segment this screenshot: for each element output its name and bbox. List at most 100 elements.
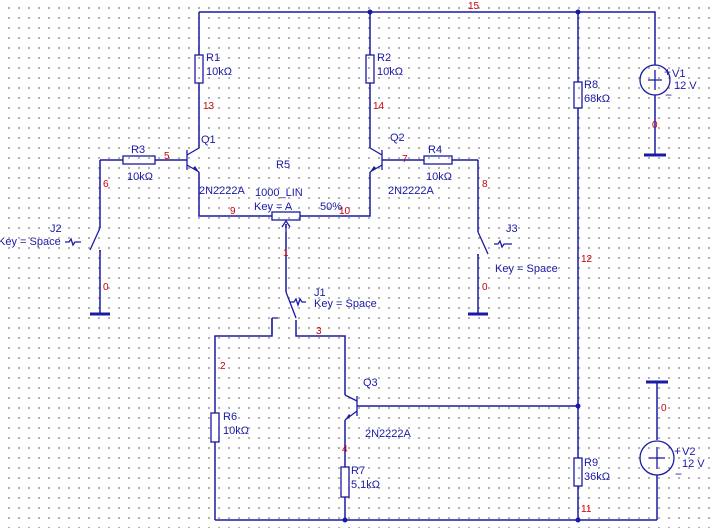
resistor-r8-value: 68kΩ — [584, 93, 610, 105]
resistor-r8-name: R8 — [584, 79, 598, 91]
transistor-q3-leads — [344, 394, 358, 421]
resistor-r1[interactable]: R1 10kΩ — [194, 52, 232, 84]
potentiometer-r5-value: 1000_LIN — [255, 187, 303, 199]
resistor-r7-value: 5.1kΩ — [351, 479, 380, 491]
resistor-r1-name: R1 — [206, 52, 220, 64]
resistor-r1-body — [194, 54, 204, 84]
node-label: 12 — [581, 254, 593, 265]
transistor-q1-model: 2N2222A — [199, 185, 246, 197]
node-label: 2 — [220, 361, 226, 372]
node-label: 13 — [203, 101, 215, 112]
node-label: 9 — [230, 206, 236, 217]
voltage-source-v1-name: V1 — [672, 68, 685, 80]
transistor-q2-emitter-arrow — [370, 166, 376, 172]
voltage-source-v2-value: 12 V — [682, 458, 705, 470]
voltage-source-v2[interactable]: + V2 12 V − — [639, 440, 705, 481]
resistor-r9-name: R9 — [584, 457, 598, 469]
voltage-source-v1-minus: − — [665, 88, 672, 102]
node-label: 7 — [402, 154, 408, 165]
resistor-r9[interactable]: R9 36kΩ — [573, 457, 610, 487]
transistor-q1[interactable]: Q1 2N2222A — [186, 134, 246, 197]
switch-j2-actuator-icon — [65, 237, 81, 247]
wire-top-rail — [199, 11, 656, 65]
resistor-r7-name: R7 — [351, 465, 365, 477]
node-label: 15 — [468, 1, 480, 12]
resistor-r8[interactable]: R8 68kΩ — [573, 79, 610, 109]
node-label: 5 — [164, 151, 170, 162]
voltage-source-v1-plus: + — [664, 65, 671, 79]
potentiometer-r5[interactable]: R5 1000_LIN Key = A 50% — [254, 159, 342, 232]
potentiometer-r5-name: R5 — [276, 159, 290, 171]
switch-j2-name: J2 — [50, 223, 62, 235]
switch-j1[interactable]: J1 Key = Space — [271, 287, 377, 334]
resistor-r6-name: R6 — [223, 411, 237, 423]
junction-dot — [342, 517, 348, 523]
transistor-q2-model: 2N2222A — [388, 185, 435, 197]
transistor-q1-emitter-arrow — [193, 166, 199, 172]
potentiometer-wiper-arrow — [281, 219, 291, 232]
resistor-r1-value: 10kΩ — [206, 66, 232, 78]
junction-dot — [575, 517, 581, 523]
switch-j1-key: Key = Space — [314, 298, 377, 310]
switch-j3-name: J3 — [506, 223, 518, 235]
potentiometer-r5-key: Key = A — [254, 201, 293, 213]
switch-j2[interactable]: J2 Key = Space — [0, 223, 101, 252]
switch-j3-key: Key = Space — [495, 263, 558, 275]
ground-symbols — [90, 153, 668, 384]
switch-j1-contact — [271, 317, 278, 334]
switch-j1-blade — [285, 291, 297, 319]
resistor-r3-body — [122, 155, 156, 165]
resistor-r8-body — [573, 81, 583, 109]
resistor-r2-body — [365, 54, 375, 84]
resistor-r7[interactable]: R7 5.1kΩ — [340, 465, 380, 498]
voltage-source-v2-minus: − — [675, 467, 682, 481]
node-label: 10 — [339, 206, 351, 217]
resistor-r9-body — [573, 457, 583, 487]
node-label: 8 — [482, 179, 488, 190]
wire-q2-emitter — [300, 172, 371, 217]
node-label: 0 — [482, 282, 488, 293]
voltage-source-v2-circle — [639, 440, 675, 476]
transistor-q1-name: Q1 — [201, 134, 216, 146]
resistor-r3[interactable]: R3 10kΩ — [122, 144, 156, 183]
transistor-q2[interactable]: Q2 2N2222A — [369, 132, 435, 197]
switch-j2-key: Key = Space — [0, 236, 61, 248]
junction-dot — [575, 9, 581, 15]
resistor-r3-name: R3 — [131, 144, 145, 156]
transistor-q3-emitter-arrow — [345, 414, 351, 420]
transistor-q2-leads — [369, 147, 383, 173]
transistor-q3[interactable]: Q3 2N2222A — [344, 377, 412, 440]
resistor-r9-value: 36kΩ — [584, 471, 610, 483]
voltage-source-v1[interactable]: + V1 12 V − — [639, 64, 697, 102]
junctions — [342, 9, 581, 523]
resistor-r4-body — [423, 155, 453, 165]
resistor-r4[interactable]: R4 10kΩ — [423, 144, 453, 183]
transistor-q3-name: Q3 — [363, 377, 378, 389]
transistor-q3-model: 2N2222A — [365, 428, 412, 440]
resistor-r6[interactable]: R6 10kΩ — [210, 411, 249, 443]
resistor-r4-value: 10kΩ — [426, 171, 452, 183]
node-label: 4 — [342, 444, 348, 455]
switch-j3-blade — [477, 231, 489, 256]
voltage-source-v1-circle — [639, 64, 671, 96]
resistor-r4-name: R4 — [428, 144, 442, 156]
transistor-q2-name: Q2 — [390, 132, 405, 144]
node-label: 1 — [283, 248, 289, 259]
junction-dot — [575, 403, 581, 409]
switch-j3[interactable]: J3 Key = Space — [477, 223, 558, 275]
resistor-r2[interactable]: R2 10kΩ — [365, 52, 403, 84]
node-label: 0 — [652, 120, 658, 131]
voltage-source-v1-value: 12 V — [674, 80, 697, 92]
potentiometer-r5-percent: 50% — [320, 201, 342, 213]
resistor-r2-value: 10kΩ — [377, 66, 403, 78]
node-label: 6 — [103, 179, 109, 190]
junction-dot — [367, 9, 373, 15]
resistor-r6-body — [210, 412, 220, 443]
switch-j1-actuator-icon — [290, 297, 306, 308]
potentiometer-r5-body — [271, 211, 301, 221]
resistor-r7-body — [340, 466, 350, 498]
switch-j2-blade — [89, 227, 101, 252]
resistor-r6-value: 10kΩ — [223, 425, 249, 437]
transistor-q1-leads — [186, 147, 200, 173]
